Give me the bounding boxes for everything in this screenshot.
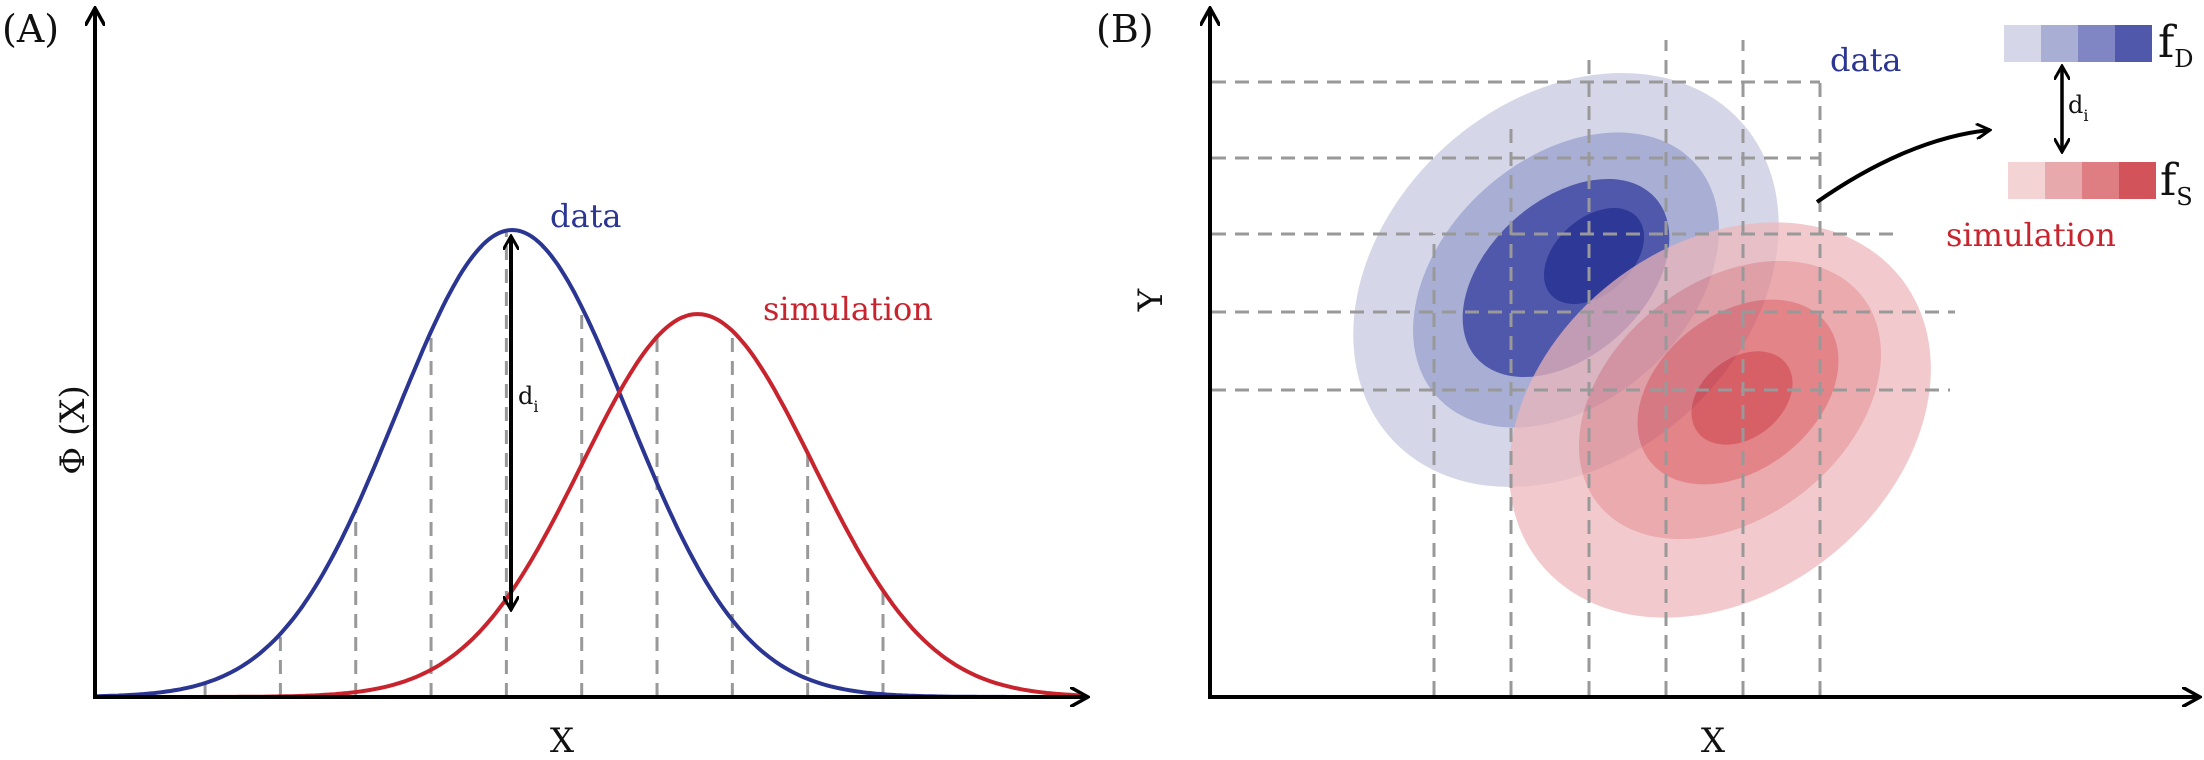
panel-a-label: (A) [2, 7, 59, 51]
panel-b-mapping-arrow [1815, 130, 1990, 204]
fs-swatch-1 [2008, 162, 2045, 199]
panel-a-y-axis-label: Φ (X) [53, 385, 93, 474]
panel-b: (B) data simulation [1096, 0, 2200, 760]
simulation-curve [95, 312, 1081, 699]
panel-a-di-label: di [518, 382, 539, 416]
panel-b-data-label: data [1830, 41, 1902, 79]
panel-b-y-axis-label: Y [1131, 288, 1171, 312]
panel-b-label: (B) [1096, 7, 1154, 51]
fd-colorbar [2004, 25, 2152, 62]
fs-swatch-4 [2119, 162, 2156, 199]
fs-swatch-3 [2082, 162, 2119, 199]
fd-swatch-3 [2078, 25, 2115, 62]
fs-colorbar [2008, 162, 2156, 199]
fd-swatch-1 [2004, 25, 2041, 62]
simulation-contour-core [1691, 351, 1793, 445]
fd-label: fD [2158, 17, 2194, 73]
panel-b-di-label: di [2068, 91, 2089, 125]
panel-a-simulation-label: simulation [763, 290, 933, 328]
fd-swatch-2 [2041, 25, 2078, 62]
fd-swatch-4 [2115, 25, 2152, 62]
fs-label: fS [2160, 155, 2193, 211]
fs-swatch-2 [2045, 162, 2082, 199]
panel-b-simulation-label: simulation [1946, 216, 2116, 254]
panel-b-x-axis-label: X [1701, 721, 1726, 760]
panel-b-grid-guides [1212, 40, 1955, 695]
panel-a: (A) di data simulation X Φ (X) [2, 7, 1088, 760]
simulation-density-contours [1509, 222, 1931, 618]
panel-a-x-axis-label: X [550, 721, 575, 760]
panel-a-data-label: data [550, 197, 622, 235]
